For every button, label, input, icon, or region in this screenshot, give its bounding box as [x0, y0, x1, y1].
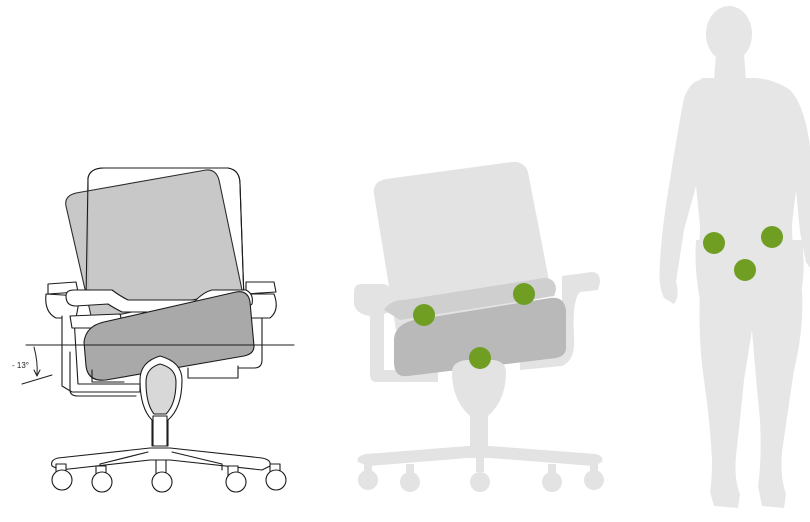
chair-marker-left [413, 304, 435, 326]
right-leg [752, 290, 802, 508]
tilt-angle-label: - 13° [12, 361, 29, 370]
body-marker-left-hip [703, 232, 725, 254]
body-marker-center [734, 259, 756, 281]
head [706, 6, 752, 62]
chair-marker-right [513, 283, 535, 305]
chair-line-drawing [22, 168, 294, 492]
chair-marker-front [469, 347, 491, 369]
left-leg [700, 290, 753, 508]
body-marker-right-hip [761, 226, 783, 248]
chair-base [52, 356, 286, 492]
human-silhouette [660, 6, 810, 508]
chair-silhouette [354, 162, 604, 492]
